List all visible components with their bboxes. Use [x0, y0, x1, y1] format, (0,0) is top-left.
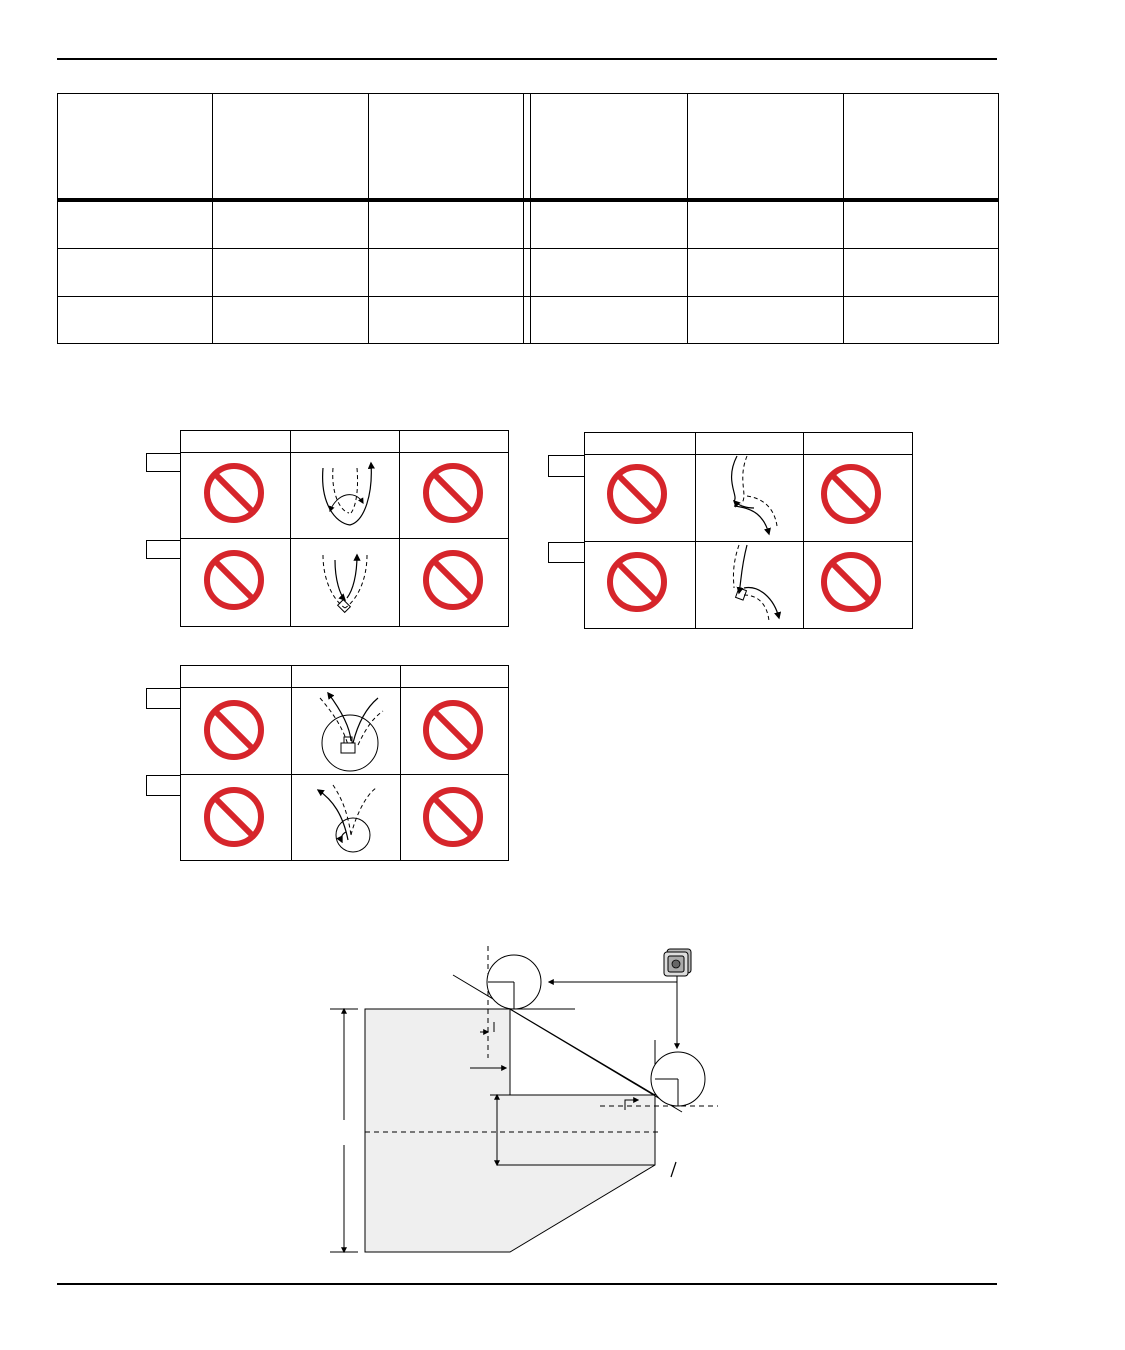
workpiece-profile [364, 1008, 656, 1253]
data-table-grid [57, 93, 999, 344]
prohibited-icon [426, 703, 480, 757]
data-table [57, 93, 999, 345]
row-tab-1 [548, 455, 585, 477]
top-rule [57, 58, 997, 60]
prohibited-icon [426, 553, 480, 607]
tool-nose-circle-right [650, 1051, 706, 1107]
feed-table-1-grid [146, 430, 509, 627]
feed-table-3-grid [146, 665, 509, 861]
tool-nose-diagram-svg [330, 946, 718, 1254]
prohibited-icon [610, 467, 664, 521]
row-tab-2 [548, 542, 585, 563]
prohibited-icon [207, 466, 261, 520]
v-plunge-feed-path-icon [316, 784, 377, 853]
prohibited-icon [824, 555, 878, 609]
tool-nose-diagram [320, 940, 740, 1260]
row-tab-2 [146, 775, 181, 796]
feed-table-1 [145, 430, 511, 630]
feed-table-3 [145, 665, 511, 865]
feed-table-2-grid [548, 432, 913, 629]
prohibited-icon [207, 790, 261, 844]
prohibited-icon [426, 466, 480, 520]
bottom-rule [57, 1283, 997, 1285]
feed-table-2 [546, 432, 916, 632]
prohibited-icon [426, 790, 480, 844]
row-tab-1 [146, 688, 181, 709]
v-plunge-circle-feed-path-icon [319, 691, 384, 772]
insert-icon [663, 948, 692, 977]
s-curve-feed-path-icon [731, 455, 778, 536]
prohibited-icon [207, 553, 261, 607]
row-tab-2 [146, 540, 181, 559]
tool-nose-circle-top [486, 954, 542, 1010]
u-turn-pivot-feed-path-icon [322, 553, 368, 614]
s-curve-pivot-feed-path-icon [732, 544, 782, 622]
u-turn-feed-path-icon [322, 461, 375, 526]
row-tab-1 [146, 453, 181, 472]
prohibited-icon [610, 555, 664, 609]
prohibited-icon [207, 703, 261, 757]
prohibited-icon [824, 467, 878, 521]
